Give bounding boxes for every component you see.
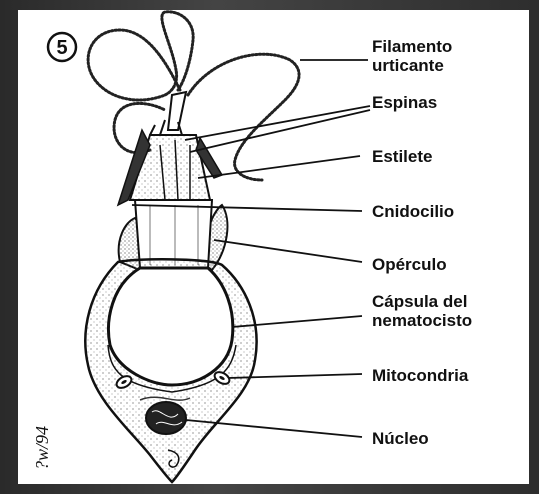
label-filamento: Filamento urticante: [372, 37, 457, 75]
label-mitocondria: Mitocondria: [372, 366, 469, 385]
leader-espinas-1: [185, 106, 370, 140]
leader-estilete: [198, 156, 360, 178]
label-nucleo: Núcleo: [372, 429, 429, 448]
leader-operculo: [214, 240, 362, 262]
artist-signature: ?w/94: [32, 426, 52, 470]
figure-number-badge: 5: [48, 33, 76, 61]
label-operculo: Opérculo: [372, 255, 447, 274]
figure-number: 5: [56, 37, 67, 59]
label-capsula: Cápsula del nematocisto: [372, 292, 472, 330]
cell-body: [85, 259, 256, 482]
label-espinas: Espinas: [372, 93, 437, 112]
label-estilete: Estilete: [372, 147, 432, 166]
leader-espinas-2: [190, 110, 370, 152]
signature-text: ?w/94: [32, 426, 52, 470]
label-cnidocilio: Cnidocilio: [372, 202, 454, 221]
labels: Filamento urticante Espinas Estilete Cni…: [372, 37, 472, 448]
